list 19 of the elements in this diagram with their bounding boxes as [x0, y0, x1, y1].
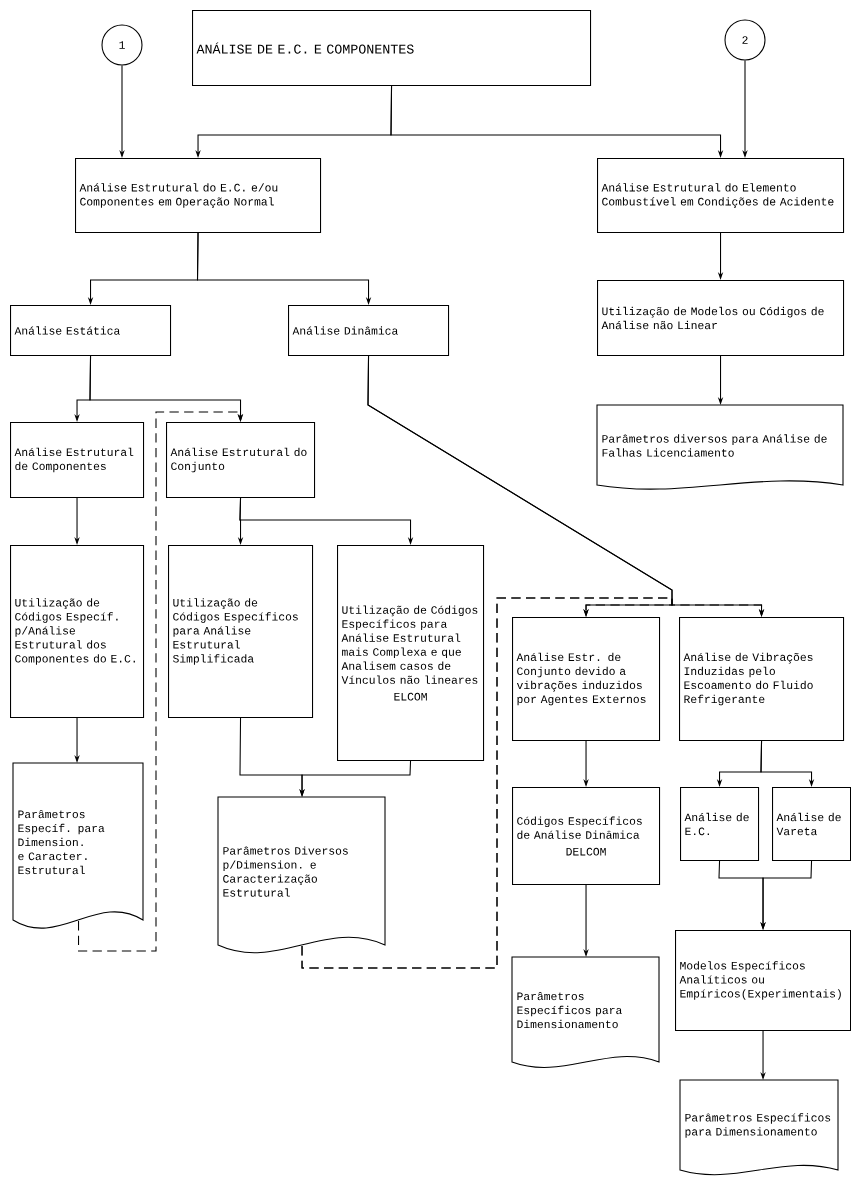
process-box: Análise Estrutural do Conjunto: [166, 422, 316, 499]
process-box: Análise Estática: [10, 305, 172, 357]
process-box: Análise Estrutural do E.C. e/ou Componentes em Operação Normal: [75, 158, 322, 234]
process-box: Análise Dinâmica: [288, 305, 450, 357]
arrow: [78, 411, 243, 952]
process-box: Análise de Vareta: [772, 787, 851, 862]
process-box: Utilização de Códigos Específicos para Análise Estrutural Simplificada: [168, 545, 314, 719]
process-box: Análise de Vibrações Induzidas pelo Escoamento do Fluido Refrigerante: [679, 617, 845, 742]
process-box: Análise Estrutural de Componentes: [10, 422, 145, 499]
process-box: Análise de E.C.: [680, 787, 760, 862]
process-box: Análise Estr. de Conjunto devido a vibrações induzidos por Agentes Externos: [512, 617, 661, 742]
process-box: ANÁLISE DE E.C. E COMPONENTES: [192, 10, 592, 87]
process-box: Modelos Específicos Analíticos ou Empíricos(Experimentais): [675, 930, 851, 1032]
process-box: Análise Estrutural do Elemento Combustível em Condições de Acidente: [597, 158, 845, 234]
process-box: Utilização de Códigos Específ. p/Análise Estrutural dos Componentes do E.C.: [10, 545, 145, 719]
arrow: [301, 597, 765, 969]
process-box: Utilização de Códigos Específicos para Análise Estrutural mais Complexa e que Analisem casos de Vínculos não lineares ELCOM: [337, 545, 485, 762]
process-box: Utilização de Modelos ou Códigos de Análise não Linear: [597, 280, 845, 357]
process-box: Códigos Específicos de Análise Dinâmica DELCOM: [512, 787, 661, 886]
